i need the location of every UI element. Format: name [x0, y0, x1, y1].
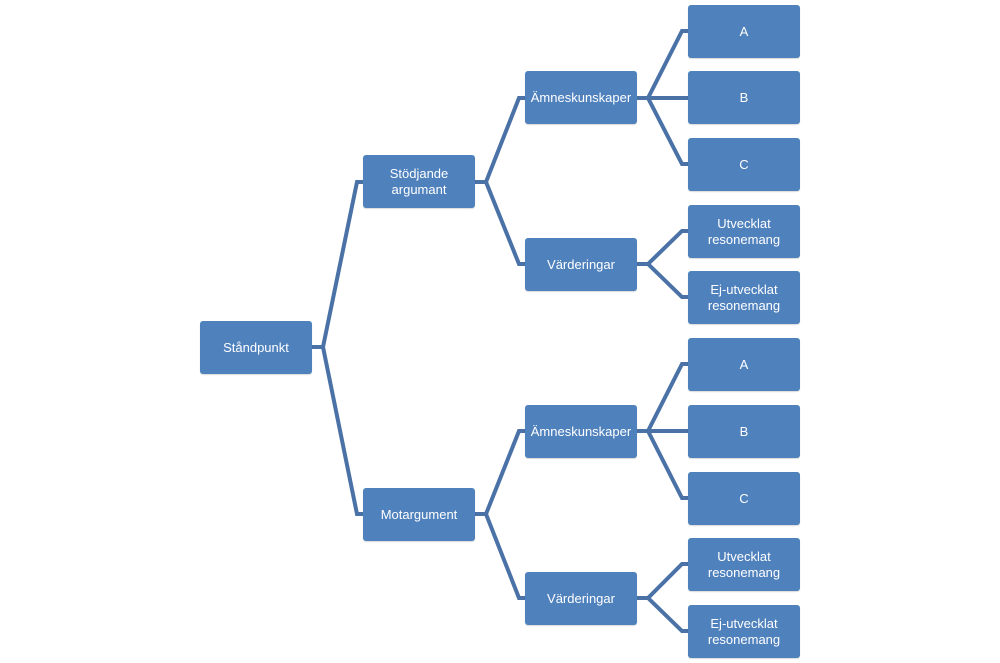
connector [635, 96, 690, 166]
connector [635, 262, 690, 299]
leaf-node: C [688, 138, 800, 191]
leaf-node: B [688, 71, 800, 124]
connector [635, 229, 690, 266]
leaf-node: A [688, 338, 800, 391]
connector [635, 29, 690, 100]
connector [635, 362, 690, 433]
node-values: Värderingar [525, 238, 637, 291]
connector [473, 512, 527, 600]
connector [635, 562, 690, 600]
leaf-node: Utvecklat resonemang [688, 205, 800, 258]
connector [473, 180, 527, 266]
node-subject-knowledge: Ämneskunskaper [525, 71, 637, 124]
leaf-node: Ej-utvecklat resonemang [688, 605, 800, 658]
leaf-node: A [688, 5, 800, 58]
leaf-node: C [688, 472, 800, 525]
connector [635, 596, 690, 633]
connector [310, 345, 365, 516]
node-root: Ståndpunkt [200, 321, 312, 374]
node-supporting-arguments: Stödjande argumant [363, 155, 475, 208]
node-subject-knowledge: Ämneskunskaper [525, 405, 637, 458]
leaf-node: Ej-utvecklat resonemang [688, 271, 800, 324]
connector [310, 180, 365, 349]
leaf-node: B [688, 405, 800, 458]
node-counterargument: Motargument [363, 488, 475, 541]
connector [473, 96, 527, 184]
leaf-node: Utvecklat resonemang [688, 538, 800, 591]
connector [473, 429, 527, 516]
connector [635, 429, 690, 500]
node-values: Värderingar [525, 572, 637, 625]
